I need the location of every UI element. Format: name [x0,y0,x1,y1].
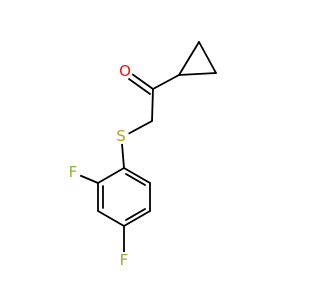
sulfur-label: S [116,127,126,145]
atom-oxygen: O [117,62,133,80]
fluorine-ortho-label: F [69,163,78,181]
ketone-group [128,73,180,122]
bond-sulfur-to-ring [121,143,125,169]
bond-to-fluorine-ortho [78,174,99,184]
bond-ring-1 [97,167,125,184]
oxygen-label: O [119,62,131,80]
atom-sulfur: S [113,127,129,145]
bond-ring-6 [123,167,151,184]
fluorine-para-label: F [120,251,129,269]
bond-carbonyl-to-cyclopropyl [152,74,180,90]
bond-ring-double-c [125,173,146,186]
thioether-linkage [121,120,153,169]
bond-ring-4 [123,210,151,227]
difluorophenyl-ring [97,167,151,227]
cyclopropyl-ring [178,41,217,76]
molecule-structure-diagram: O S F F [65,41,217,269]
bond-cyclopropyl-b [198,41,217,74]
bond-carbonyl-double-2 [128,78,151,95]
bond-ring-double-b [125,208,146,221]
bond-carbonyl-double-1 [131,73,154,90]
bond-carbonyl-to-methylene [151,88,154,122]
bond-cyclopropyl-c [178,72,217,76]
atom-fluorine-para: F [116,251,132,269]
bond-methylene-to-sulfur [127,120,153,135]
bond-cyclopropyl-a [178,41,200,76]
atom-fluorine-ortho: F [65,163,81,181]
bond-ring-3 [97,210,125,227]
